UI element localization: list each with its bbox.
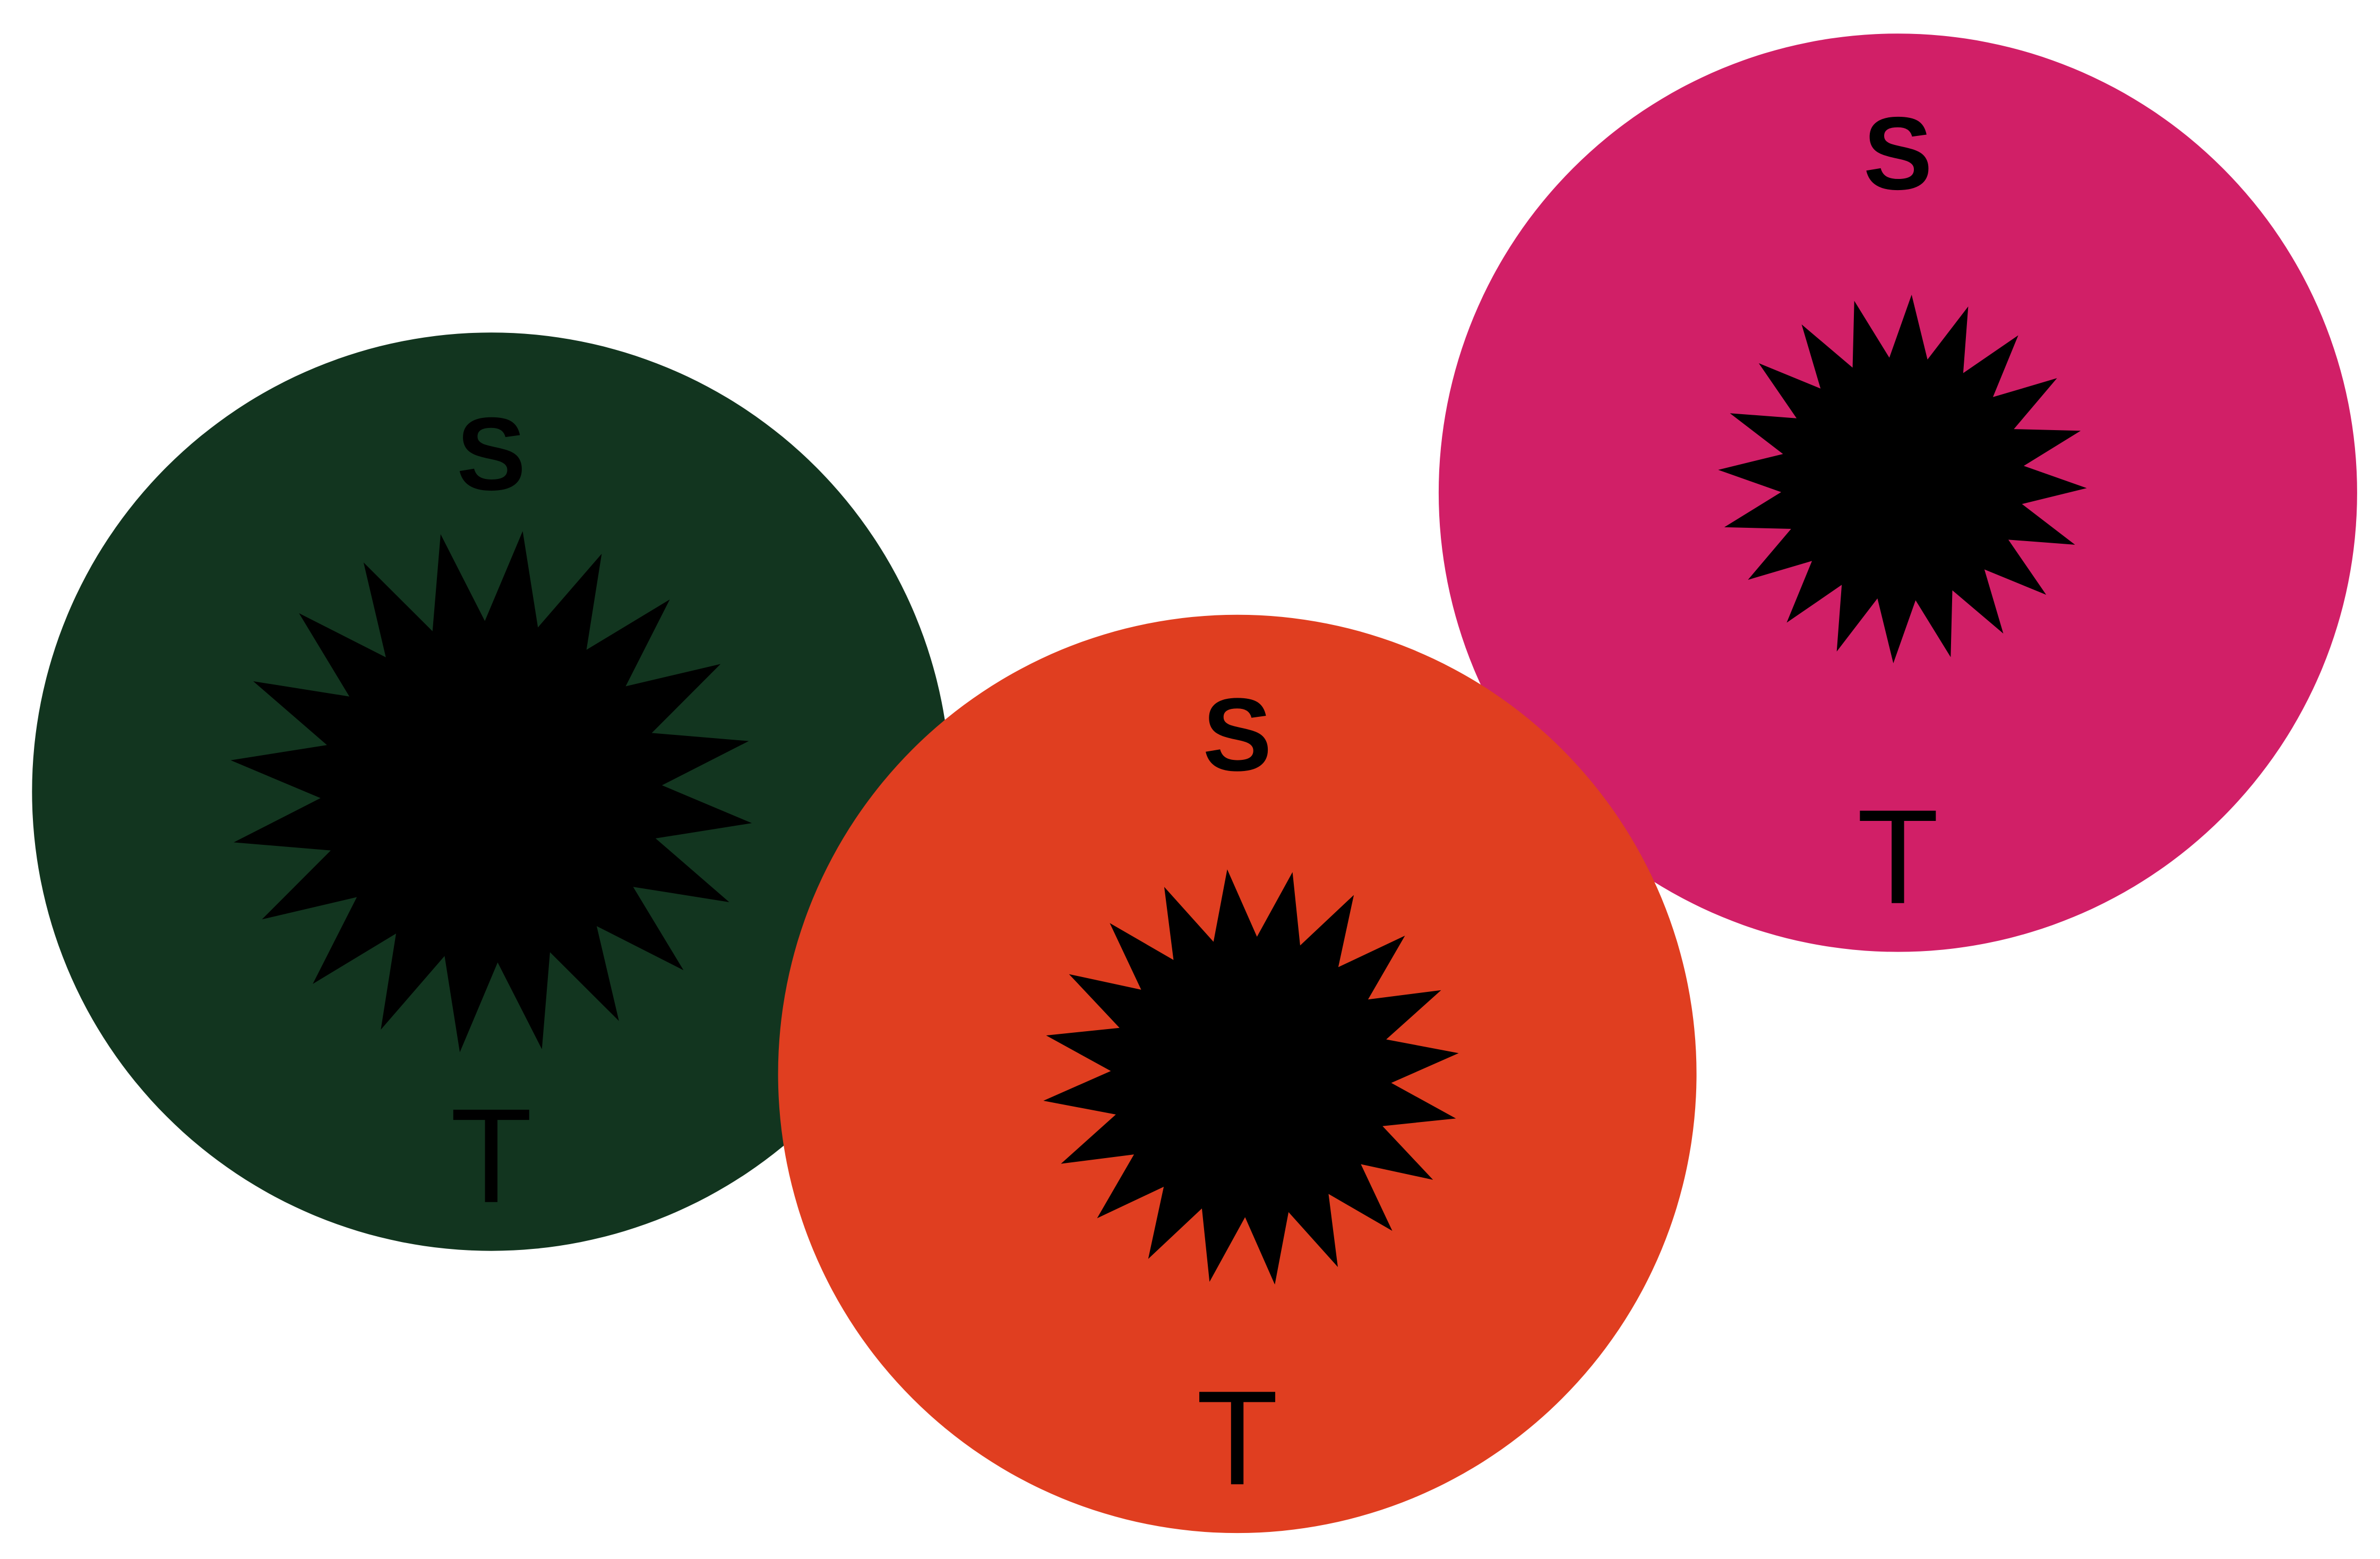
label-s-orange: S	[1202, 677, 1271, 793]
starburst-orange	[1043, 869, 1459, 1285]
circle-orange: S T	[778, 614, 1697, 1534]
circle-pink: S T	[1438, 33, 2357, 952]
label-t-green: T	[450, 1081, 532, 1231]
label-t-pink: T	[1857, 782, 1939, 932]
label-s-pink: S	[1863, 96, 1932, 211]
circle-green: S T	[32, 332, 951, 1251]
starburst-green	[230, 531, 752, 1052]
label-t-orange: T	[1196, 1363, 1278, 1513]
starburst-pink	[1718, 295, 2087, 664]
label-s-green: S	[457, 396, 526, 512]
